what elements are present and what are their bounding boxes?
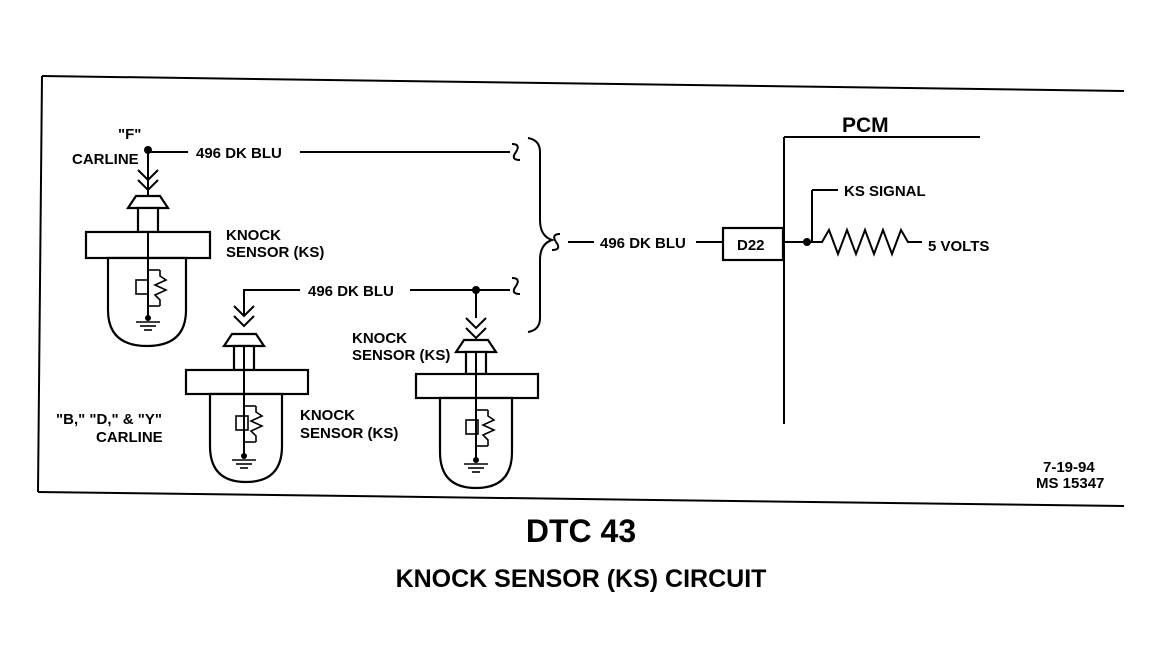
reference-block: 7-19-94 MS 15347: [1036, 459, 1104, 492]
caption-title: KNOCK SENSOR (KS) CIRCUIT: [396, 565, 767, 593]
pcm-label: PCM: [842, 114, 889, 137]
ks-signal-label: KS SIGNAL: [844, 183, 926, 200]
pin-d22-label: D22: [737, 237, 765, 254]
bdy-carline-line2: CARLINE: [96, 429, 163, 446]
wire-break-top: [511, 143, 521, 161]
knock-sensor-f: "F" CARLINE KNOCK SENSOR (KS): [72, 126, 324, 348]
f-carline-line1: "F": [118, 126, 141, 143]
pcm-block: PCM: [783, 114, 980, 424]
date-label: 7-19-94: [1043, 459, 1095, 476]
knock-sensor-bdy: KNOCK SENSOR (KS) "B," "D," & "Y" CARLIN…: [56, 305, 398, 484]
wire-break-lower: [511, 277, 521, 295]
ms-number-label: MS 15347: [1036, 475, 1104, 492]
knock-1-line2: SENSOR (KS): [226, 244, 324, 261]
knock-1-line1: KNOCK: [226, 227, 281, 244]
top-wire: 496 DK BLU: [148, 143, 521, 162]
wire-main-label: 496 DK BLU: [600, 235, 686, 252]
wire-break-main: [551, 233, 561, 251]
f-carline-line2: CARLINE: [72, 151, 139, 168]
knock-2-line1: KNOCK: [300, 407, 355, 424]
caption-code: DTC 43: [526, 513, 636, 549]
connector-d22: D22: [721, 226, 785, 262]
pcm-internal-circuit: KS SIGNAL 5 VOLTS: [784, 183, 989, 257]
knock-2-line2: SENSOR (KS): [300, 425, 398, 442]
wiring-brace: [527, 137, 556, 333]
bdy-carline-line1: "B," "D," & "Y": [56, 411, 162, 428]
lower-wire: 496 DK BLU: [243, 277, 521, 318]
knock-3-line1: KNOCK: [352, 330, 407, 347]
diagram-border: [37, 75, 1125, 507]
main-wire: 496 DK BLU: [551, 233, 723, 252]
knock-3-line2: SENSOR (KS): [352, 347, 450, 364]
knock-sensor-3: KNOCK SENSOR (KS): [352, 317, 540, 490]
wire-top-label: 496 DK BLU: [196, 145, 282, 162]
pull-up-resistor: [807, 227, 922, 257]
wire-lower-label: 496 DK BLU: [308, 283, 394, 300]
five-volts-label: 5 VOLTS: [928, 238, 989, 255]
